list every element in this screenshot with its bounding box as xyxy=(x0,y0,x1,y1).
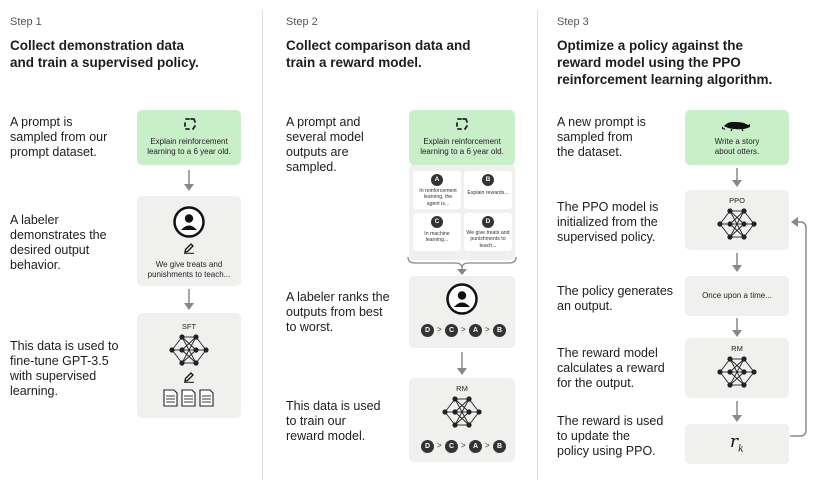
step3-feedback-loop-arrow xyxy=(790,217,807,437)
step2-prompt-line1: Explain reinforcement xyxy=(423,137,501,146)
rm-rank-a: A xyxy=(469,440,482,453)
step3-ppo-box: PPO xyxy=(685,190,789,250)
step1-sft-box: SFT xyxy=(137,313,241,418)
rm-rank-gt-1: > xyxy=(437,441,442,450)
step3-prompt-line1: Write a story xyxy=(714,137,760,146)
rm3-model-label: RM xyxy=(731,344,743,353)
step3-arrow-3 xyxy=(732,318,742,337)
step3-reward-box: rk xyxy=(685,424,789,464)
step2-prompt-line2: learning to a 6 year old. xyxy=(420,147,504,156)
rank-a: A xyxy=(469,324,482,337)
step2-bracket-arrow xyxy=(407,256,517,275)
step3-rm-box: RM xyxy=(685,338,789,398)
rank-gt-2: > xyxy=(461,325,466,334)
sft-model-label: SFT xyxy=(181,322,197,331)
rm-model-label: RM xyxy=(456,384,468,393)
neural-network-icon xyxy=(717,356,757,388)
reward-subscript: k xyxy=(738,444,744,455)
step1-demo-line2: punishments to teach... xyxy=(147,270,231,279)
neural-network-icon xyxy=(442,396,482,428)
ppo-model-label: PPO xyxy=(729,196,745,205)
step1-arrow-1 xyxy=(184,170,194,191)
step1-arrow-2 xyxy=(184,289,194,310)
rank-gt-1: > xyxy=(437,325,442,334)
column-divider-2 xyxy=(537,10,538,480)
openai-logo-icon xyxy=(184,118,196,130)
output-letter-c: C xyxy=(431,216,443,228)
step2-label: Step 2 xyxy=(286,16,318,28)
rank-b: B xyxy=(493,324,506,337)
pencil-icon xyxy=(184,372,194,383)
step3-output-box: Once upon a time... xyxy=(685,276,789,316)
output-letter-b: B xyxy=(482,174,494,186)
rank-c: C xyxy=(445,324,458,337)
rank-gt-3: > xyxy=(485,325,490,334)
rm-rank-d: D xyxy=(421,440,434,453)
neural-network-icon xyxy=(169,334,209,366)
pencil-icon xyxy=(184,243,194,254)
step3-prompt-box: Write a story about otters. xyxy=(685,110,789,165)
otter-icon xyxy=(722,121,750,132)
step1-demonstration-box: We give treats and punishments to teach.… xyxy=(137,196,241,286)
step3-prompt-line2: about otters. xyxy=(714,147,760,156)
step3-arrow-4 xyxy=(732,401,742,422)
output-letter-d: D xyxy=(482,216,494,228)
labeler-avatar-icon xyxy=(446,283,478,315)
step1-prompt-line2: learning to a 6 year old. xyxy=(147,147,231,156)
neural-network-icon xyxy=(717,208,757,240)
column-divider-1 xyxy=(262,10,263,480)
rank-d: D xyxy=(421,324,434,337)
rm-rank-gt-2: > xyxy=(461,441,466,450)
output-card-b: B Explain rewards... xyxy=(464,171,512,209)
step1-label: Step 1 xyxy=(10,16,42,28)
documents-icon xyxy=(163,389,214,407)
step3-arrow-1 xyxy=(732,168,742,187)
step2-arrow-rm xyxy=(457,352,467,375)
labeler-avatar-icon xyxy=(173,206,205,238)
step3-arrow-2 xyxy=(732,253,742,272)
rm-rank-gt-3: > xyxy=(485,441,490,450)
step2-rm-box: RM D > C > A > B xyxy=(409,378,515,462)
openai-logo-icon xyxy=(456,118,468,130)
step2-prompt-box: Explain reinforcement learning to a 6 ye… xyxy=(409,110,515,165)
policy-output-text: Once upon a time... xyxy=(702,291,772,300)
output-letter-a: A xyxy=(431,174,443,186)
reward-symbol: r xyxy=(730,432,739,452)
step2-ranking-box: D > C > A > B xyxy=(409,276,515,348)
step3-label: Step 3 xyxy=(557,16,589,28)
step1-prompt-box: Explain reinforcement learning to a 6 ye… xyxy=(137,110,241,165)
rm-rank-b: B xyxy=(493,440,506,453)
step1-prompt-line1: Explain reinforcement xyxy=(150,137,228,146)
rm-rank-c: C xyxy=(445,440,458,453)
step1-demo-line1: We give treats and xyxy=(155,260,223,269)
